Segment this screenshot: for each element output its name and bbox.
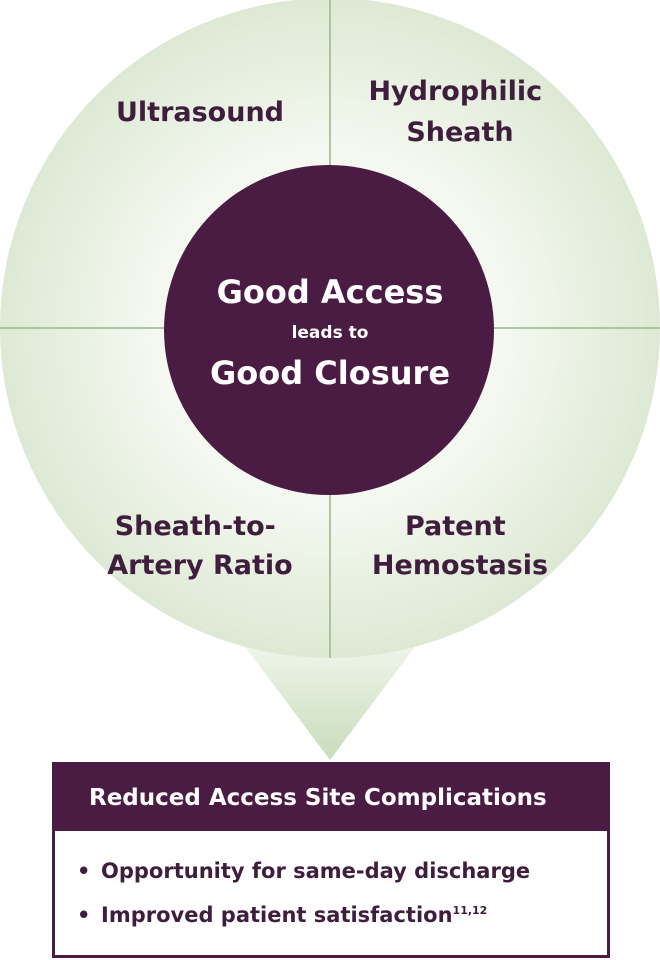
center-subtitle: Good Closure [210,354,450,392]
quadrant-top-right-label: Hydrophilic Sheath [368,76,551,148]
result-list: • Opportunity for same-day discharge • Imp… [55,831,607,941]
quadrant-top-left-label: Ultrasound [116,97,284,128]
list-item-text: Opportunity for same-day discharge [101,859,531,883]
center-title: Good Access [217,273,444,311]
center-connector: leads to [292,323,369,343]
result-header: Reduced Access Site Complications [55,765,607,831]
quadrant-bottom-right-label: Patent Hemostasis [372,511,548,581]
list-item: • Opportunity for same-day discharge [77,853,607,897]
access-closure-diagram: Ultrasound Hydrophilic Sheath Sheath-to-… [0,0,660,760]
citation-reference: 11,12 [452,904,488,917]
pointer-triangle [240,640,420,760]
bullet: • [77,903,91,927]
list-item-text: Improved patient satisfaction [101,903,453,927]
center-circle [164,165,494,495]
quadrant-bottom-left-label: Sheath-to- Artery Ratio [107,511,292,581]
result-box: Reduced Access Site Complications • Oppor… [52,762,610,958]
list-item: • Improved patient satisfaction11,12 [77,897,607,941]
bullet: • [77,859,91,883]
